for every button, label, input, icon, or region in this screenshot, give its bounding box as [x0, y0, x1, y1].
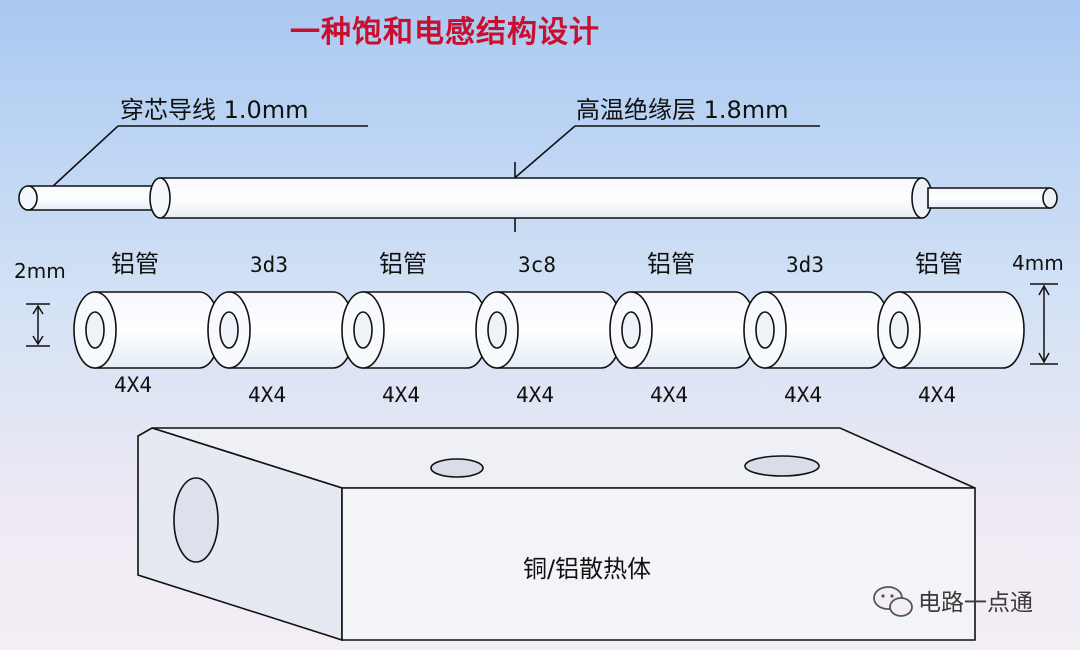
ring-hole	[353, 311, 373, 349]
ring-bottom-label: 4X4	[918, 383, 956, 407]
right-dimension-label: 4mm	[1012, 251, 1064, 275]
ring-hole	[85, 311, 105, 349]
ring-2: 3d3 4X4	[207, 253, 355, 407]
insulation-label: 高温绝缘层 1.8mm	[576, 96, 789, 124]
heatsink-front-face	[341, 487, 976, 641]
ring-3: 铝管 4X4	[341, 250, 489, 407]
watermark-text: 电路一点通	[918, 590, 1033, 616]
heatsink-hole-side	[173, 477, 219, 563]
heatsink-label: 铜/铝散热体	[523, 555, 651, 583]
right-dimension-marker	[1030, 283, 1058, 365]
ring-bottom-label: 4X4	[784, 383, 822, 407]
ring-4: 3c8 4X4	[475, 253, 623, 407]
ring-bottom-label: 4X4	[382, 383, 420, 407]
ring-bottom-label: 4X4	[248, 383, 286, 407]
ring-top-label: 铝管	[111, 250, 159, 278]
ring-top-label: 铝管	[379, 250, 427, 278]
ring-bottom-label: 4X4	[114, 373, 152, 397]
wire-label: 穿芯导线 1.0mm	[120, 96, 309, 124]
ring-bottom-label: 4X4	[650, 383, 688, 407]
ring-body	[898, 291, 1025, 369]
heatsink-hole-top-right	[744, 455, 820, 477]
wechat-icon	[873, 586, 913, 617]
ring-group: 铝管 4X4 3d3 4X4 铝管 4X4 3c8 4X4 铝管 4X4 3d3 4X4 铝管 4X4	[73, 250, 1025, 407]
ring-6: 3d3 4X4	[743, 253, 891, 407]
ring-top-label: 铝管	[647, 250, 695, 278]
ring-bottom-label: 4X4	[516, 383, 554, 407]
ring-hole	[487, 311, 507, 349]
ring-hole	[889, 311, 909, 349]
ring-top-label: 3c8	[518, 253, 556, 277]
ring-7: 铝管 4X4	[877, 250, 1025, 407]
ring-hole	[621, 311, 641, 349]
ring-1: 铝管 4X4	[73, 250, 221, 397]
diagram-title: 一种饱和电感结构设计	[290, 15, 600, 50]
ring-5: 铝管 4X4	[609, 250, 757, 407]
watermark: 电路一点通	[873, 586, 1033, 617]
left-dimension-label: 2mm	[14, 259, 66, 283]
heatsink-hole-top-left	[430, 458, 484, 478]
ring-top-label: 铝管	[915, 250, 963, 278]
left-dimension-marker	[26, 303, 50, 347]
ring-hole	[219, 311, 239, 349]
ring-top-label: 3d3	[786, 253, 824, 277]
ring-hole	[755, 311, 775, 349]
ring-top-label: 3d3	[250, 253, 288, 277]
insulated-wire	[18, 177, 1058, 219]
heatsink-block	[137, 427, 976, 642]
